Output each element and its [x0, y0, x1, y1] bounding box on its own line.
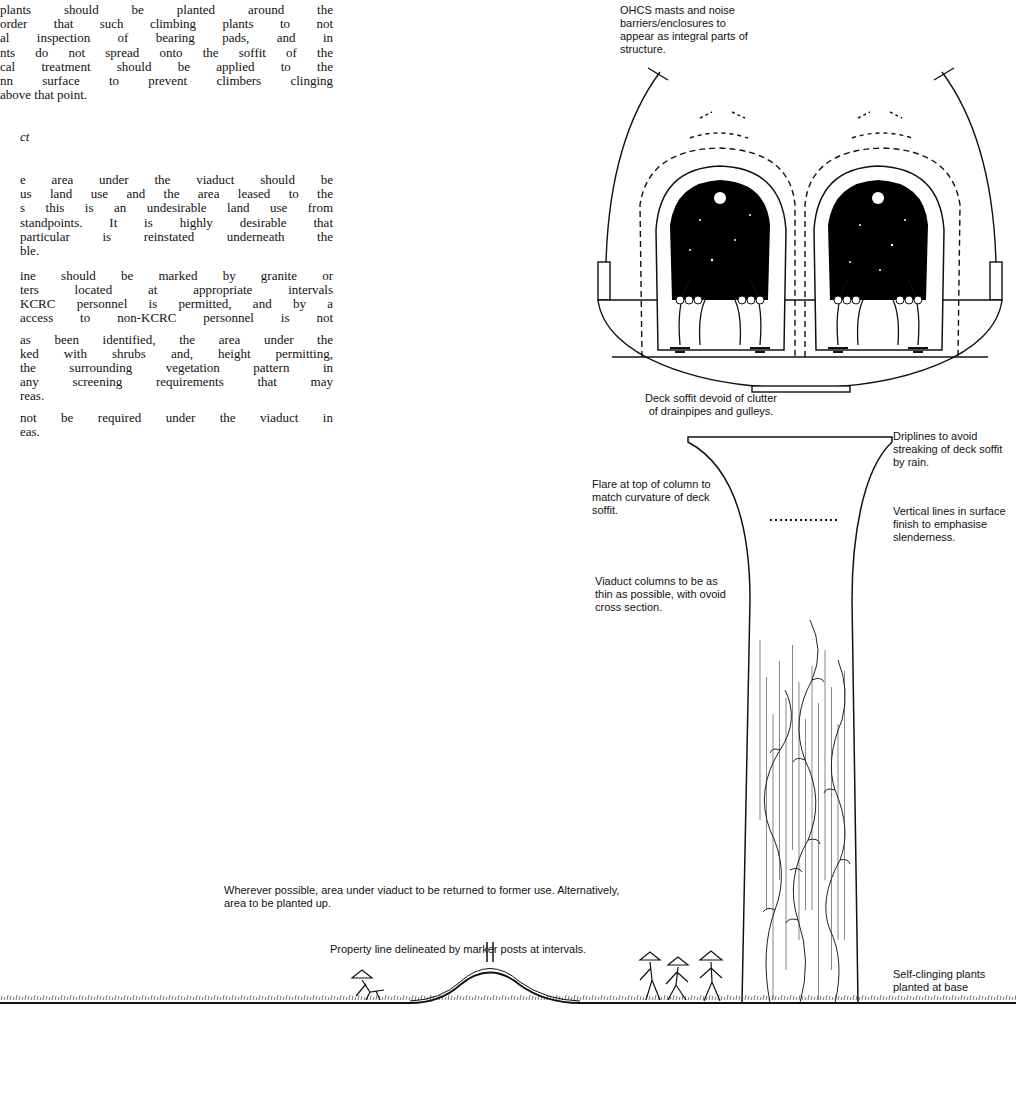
body-text-line: nts do not spread onto the soffit of the [0, 45, 333, 60]
body-text-line: as been identified, the area under the [20, 332, 333, 347]
annotation: Wherever possible, area under viaduct to… [224, 884, 644, 910]
body-text-line: us land use and the area leased to the [20, 186, 333, 201]
body-text-line: access to non-KCRC personnel is not [20, 310, 333, 325]
body-text-line: ble. [20, 243, 333, 258]
annotation: Self-clinging plants planted at base [893, 968, 1005, 994]
surface-lines [760, 640, 845, 1000]
body-text-line: reas. [20, 388, 333, 403]
body-text-line: the surrounding vegetation pattern in [20, 360, 333, 375]
body-text-line: ine should be marked by granite or [20, 268, 333, 283]
surface-lines [770, 519, 838, 521]
climbing-plants [763, 620, 850, 1003]
person-figure [352, 951, 722, 1001]
annotation: Property line delineated by marker posts… [330, 943, 670, 956]
body-text-line: above that point. [0, 87, 333, 102]
body-text-line: s this is an undesirable land use from [20, 200, 333, 215]
ground-line [0, 973, 1016, 1004]
body-text-line: any screening requirements that may [20, 374, 333, 389]
body-text-line: KCRC personnel is permitted, and by a [20, 296, 333, 311]
annotation: Viaduct columns to be as thin as possibl… [595, 575, 727, 614]
body-text-line: nn surface to prevent climbers clinging [0, 73, 333, 88]
viaduct-column [688, 437, 892, 1003]
body-text-line: ked with shrubs and, height permitting, [20, 346, 333, 361]
train-front [814, 166, 944, 352]
annotation: Vertical lines in surface finish to emph… [893, 505, 1011, 544]
body-text-line: particular is reinstated underneath the [20, 229, 333, 244]
body-text-line: ters located at appropriate intervals [20, 282, 333, 297]
train-front [656, 166, 786, 352]
body-text-line: al inspection of bearing pads, and in [0, 30, 333, 45]
body-text-line: plants should be planted around the [0, 2, 333, 17]
window-dots [689, 214, 906, 271]
annotation: Flare at top of column to match curvatur… [592, 478, 726, 517]
annotation: OHCS masts and noise barriers/enclosures… [620, 4, 760, 56]
body-text-line: e area under the viaduct should be [20, 172, 333, 187]
body-text-line: cal treatment should be applied to the [0, 59, 333, 74]
annotation: Driplines to avoid streaking of deck sof… [893, 430, 1011, 469]
deck-section [598, 68, 1002, 392]
body-text-line: standpoints. It is highly desirable that [20, 215, 333, 230]
body-text-line: not be required under the viaduct in [20, 410, 333, 425]
annotation: Deck soffit devoid of clutter of drainpi… [640, 392, 782, 418]
body-text-line: order that such climbing plants to not [0, 16, 333, 31]
body-text-line: ct [20, 129, 333, 144]
body-text-line: eas. [20, 424, 333, 439]
grass [0, 995, 1016, 1003]
